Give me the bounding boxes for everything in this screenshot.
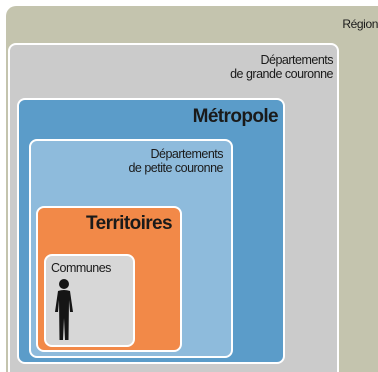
territoires-label: Territoires	[86, 213, 173, 234]
metropole-label: Métropole	[192, 106, 279, 127]
petite-couronne-label: Départements de petite couronne	[128, 147, 223, 175]
grande-couronne-label: Départements de grande couronne	[230, 53, 333, 81]
person-silhouette-icon	[55, 279, 73, 340]
region-label: Région	[342, 17, 378, 31]
communes-label: Communes	[51, 261, 111, 275]
